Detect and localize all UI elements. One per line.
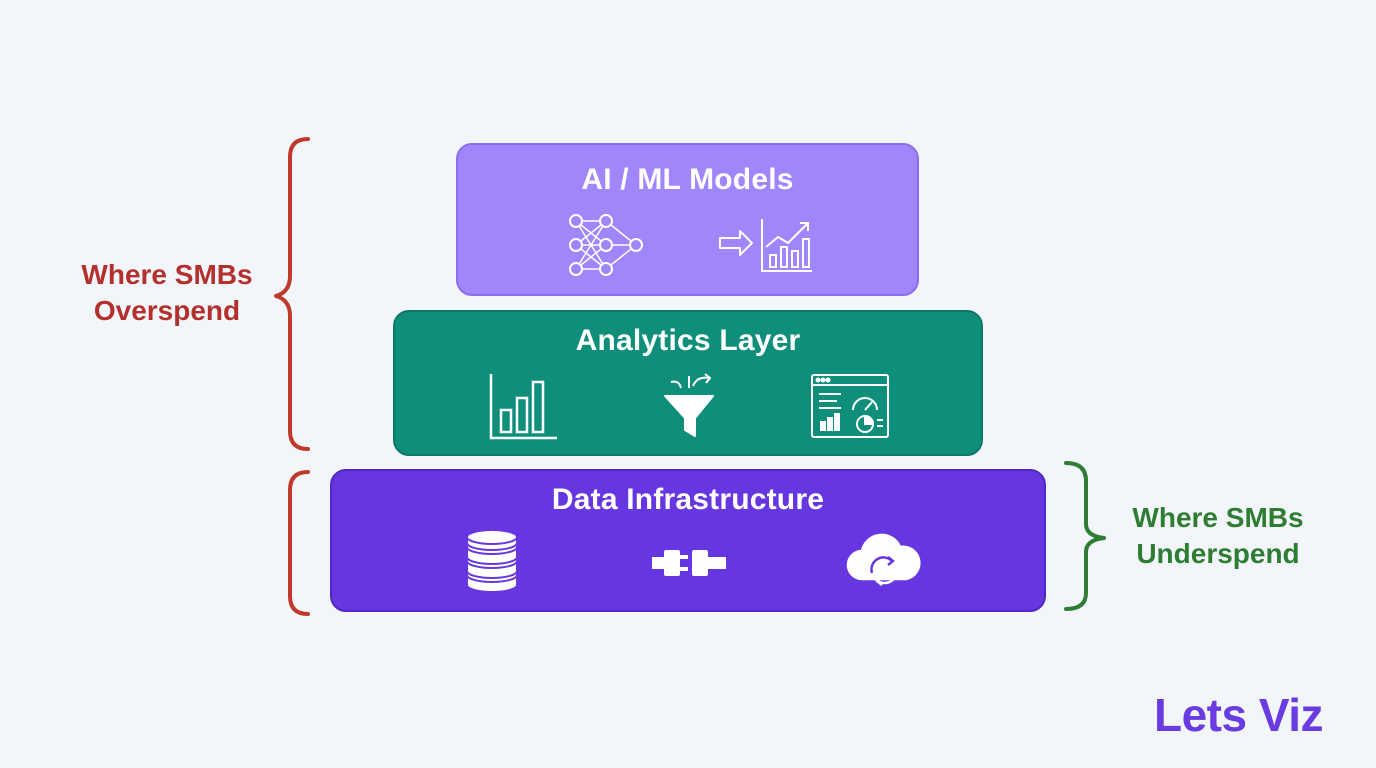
layer-data-infrastructure: Data Infrastructure: [330, 469, 1046, 612]
layer-title-analytics: Analytics Layer: [575, 324, 801, 357]
filter-funnel-icon: [663, 372, 719, 440]
bar-chart-icon: [489, 372, 559, 440]
database-icon: [464, 529, 520, 595]
layer-ai-ml-models: AI / ML Models: [456, 143, 919, 296]
overspend-brace: [274, 137, 310, 616]
layer-analytics: Analytics Layer: [393, 310, 983, 456]
overspend-label-line2: Overspend: [93, 295, 241, 326]
layer-title-ai: AI / ML Models: [581, 163, 794, 196]
prediction-chart-icon: [718, 217, 814, 273]
underspend-brace: [1064, 461, 1106, 611]
neural-network-icon: [566, 213, 646, 277]
cloud-sync-icon: [844, 533, 922, 593]
underspend-label-line2: Underspend: [1136, 538, 1300, 569]
connector-plug-icon: [650, 545, 730, 581]
layer-title-data: Data Infrastructure: [551, 483, 825, 516]
underspend-label: Where SMBs Underspend: [1112, 500, 1324, 572]
overspend-label-line1: Where SMBs: [81, 259, 253, 290]
lets-viz-logo: Lets Viz: [1154, 689, 1324, 741]
overspend-label: Where SMBs Overspend: [58, 257, 276, 329]
underspend-label-line1: Where SMBs: [1132, 502, 1304, 533]
dashboard-icon: [811, 374, 889, 438]
